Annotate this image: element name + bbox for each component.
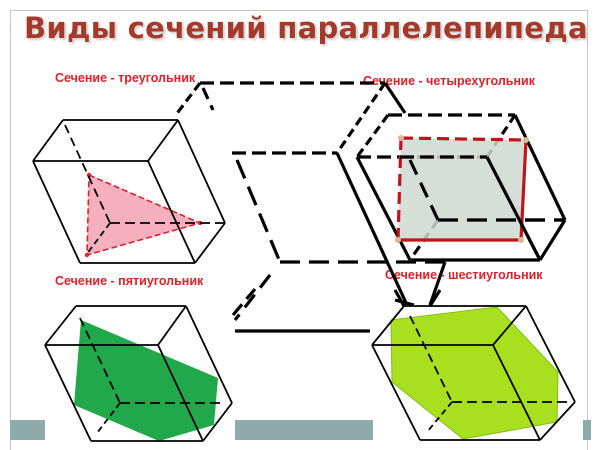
footer-bar-left xyxy=(10,420,45,440)
footer-bar-middle xyxy=(235,420,373,440)
label-pentagon: Сечение - пятиугольник xyxy=(55,274,204,288)
central-parallelepiped xyxy=(173,81,447,333)
footer-bar-right xyxy=(583,420,591,440)
label-hexagon: Сечение - шестиугольник xyxy=(385,268,543,282)
triangle-section xyxy=(84,172,203,258)
slide-frame xyxy=(10,10,588,450)
hexagon-parallelepiped xyxy=(371,305,576,441)
hexagon-section xyxy=(390,306,559,440)
pentagon-parallelepiped xyxy=(44,305,233,442)
triangle-parallelepiped xyxy=(32,119,226,264)
quadrilateral-section xyxy=(395,135,529,243)
label-quadrilateral: Сечение - четырехугольник xyxy=(363,74,535,88)
pentagon-section xyxy=(74,320,218,441)
slide-title: Виды сечений параллелепипеда xyxy=(24,11,588,45)
label-triangle: Сечение - треугольник xyxy=(55,71,196,85)
